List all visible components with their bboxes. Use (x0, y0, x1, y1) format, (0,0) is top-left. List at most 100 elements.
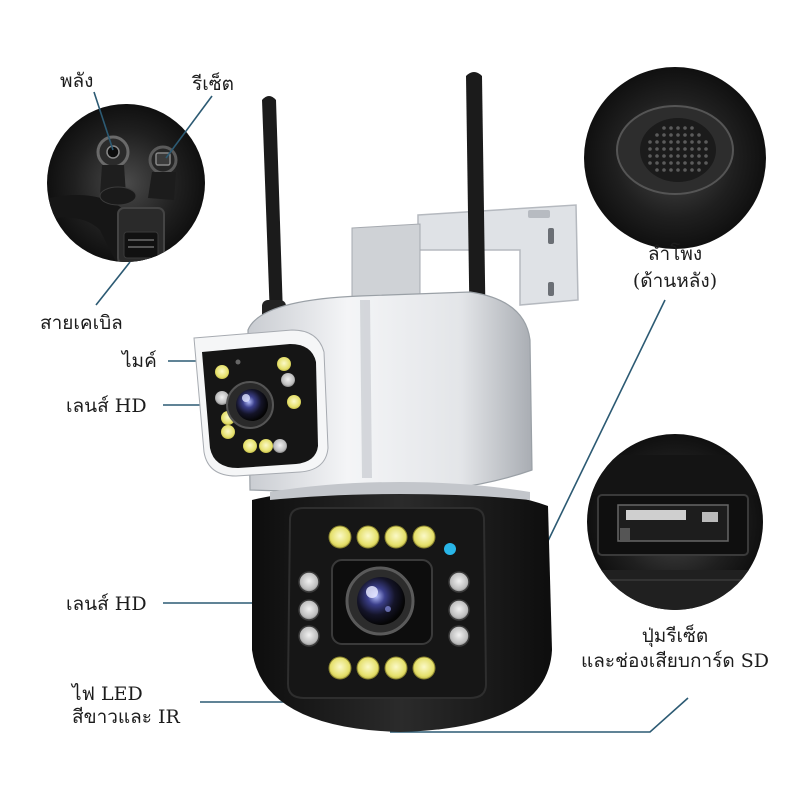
inset-sd-slot (587, 434, 763, 610)
callout-sd (390, 697, 689, 733)
upper-led (287, 395, 301, 409)
callout-power (93, 91, 114, 151)
grill-hole (676, 133, 680, 137)
white-led (356, 525, 380, 549)
grill-hole (676, 161, 680, 165)
grill-hole (662, 140, 666, 144)
grill-hole (690, 168, 694, 172)
grill-hole (662, 126, 666, 130)
white-led (384, 525, 408, 549)
grill-hole (683, 154, 687, 158)
grill-hole (655, 133, 659, 137)
label-power: พลัง (60, 70, 94, 92)
label-led-line1: ไฟ LED (72, 683, 143, 705)
white-led (328, 656, 352, 680)
grill-hole (655, 147, 659, 151)
callout-speaker (529, 299, 666, 579)
label-lens-hd-top: เลนส์ HD (66, 395, 147, 417)
grill-hole (683, 140, 687, 144)
ir-led (448, 571, 470, 593)
grill-hole (697, 154, 701, 158)
grill-hole (676, 147, 680, 151)
grill-hole (648, 154, 652, 158)
grill-hole (697, 161, 701, 165)
grill-hole (655, 168, 659, 172)
ir-led (298, 571, 320, 593)
white-led (384, 656, 408, 680)
grill-hole (669, 168, 673, 172)
grill-hole (683, 161, 687, 165)
grill-hole (676, 168, 680, 172)
ir-led (448, 625, 470, 647)
inset-connectors (47, 104, 205, 262)
grill-hole (676, 140, 680, 144)
grill-hole (662, 168, 666, 172)
white-led (412, 525, 436, 549)
grill-hole (683, 147, 687, 151)
label-reset: รีเซ็ต (192, 73, 234, 95)
grill-hole (655, 161, 659, 165)
grill-hole (697, 133, 701, 137)
grill-hole (662, 161, 666, 165)
grill-hole (669, 133, 673, 137)
grill-hole (683, 126, 687, 130)
grill-hole (690, 126, 694, 130)
grill-hole (676, 126, 680, 130)
grill-hole (683, 133, 687, 137)
grill-hole (697, 168, 701, 172)
inset-speaker (584, 67, 766, 249)
white-led (356, 656, 380, 680)
grill-hole (648, 147, 652, 151)
grill-hole (655, 140, 659, 144)
ir-led (298, 625, 320, 647)
callout-cable (95, 261, 131, 306)
grill-hole (669, 147, 673, 151)
grill-hole (690, 154, 694, 158)
grill-hole (648, 161, 652, 165)
grill-hole (690, 140, 694, 144)
label-led-line2: สีขาวและ IR (72, 706, 180, 728)
grill-hole (669, 161, 673, 165)
grill-hole (704, 154, 708, 158)
ir-led (298, 599, 320, 621)
label-lens-hd-bottom: เลนส์ HD (66, 593, 147, 615)
upper-led (221, 425, 235, 439)
label-sd-line2: และช่องเสียบการ์ด SD (581, 650, 769, 672)
upper-led (281, 373, 295, 387)
grill-hole (690, 133, 694, 137)
grill-hole (704, 161, 708, 165)
white-led (412, 656, 436, 680)
grill-hole (662, 147, 666, 151)
white-led (328, 525, 352, 549)
grill-hole (683, 168, 687, 172)
grill-hole (690, 147, 694, 151)
grill-hole (669, 154, 673, 158)
upper-led (215, 391, 229, 405)
grill-hole (669, 140, 673, 144)
label-speaker-line1: ลำโพง (647, 243, 703, 265)
grill-hole (648, 140, 652, 144)
upper-led (273, 439, 287, 453)
grill-hole (662, 154, 666, 158)
label-sd-line1: ปุ่มรีเซ็ต (641, 625, 709, 647)
grill-hole (704, 147, 708, 151)
grill-hole (662, 133, 666, 137)
upper-led (277, 357, 291, 371)
grill-hole (697, 140, 701, 144)
grill-hole (704, 140, 708, 144)
upper-led (215, 365, 229, 379)
upper-led (259, 439, 273, 453)
grill-hole (655, 154, 659, 158)
grill-hole (676, 154, 680, 158)
callout-reset (165, 95, 213, 159)
grill-hole (690, 161, 694, 165)
label-speaker-line2: (ด้านหลัง) (632, 270, 718, 292)
upper-led (243, 439, 257, 453)
grill-hole (669, 126, 673, 130)
label-cable: สายเคเบิล (40, 312, 123, 334)
camera-body (193, 72, 579, 732)
grill-hole (697, 147, 701, 151)
ir-led (448, 599, 470, 621)
